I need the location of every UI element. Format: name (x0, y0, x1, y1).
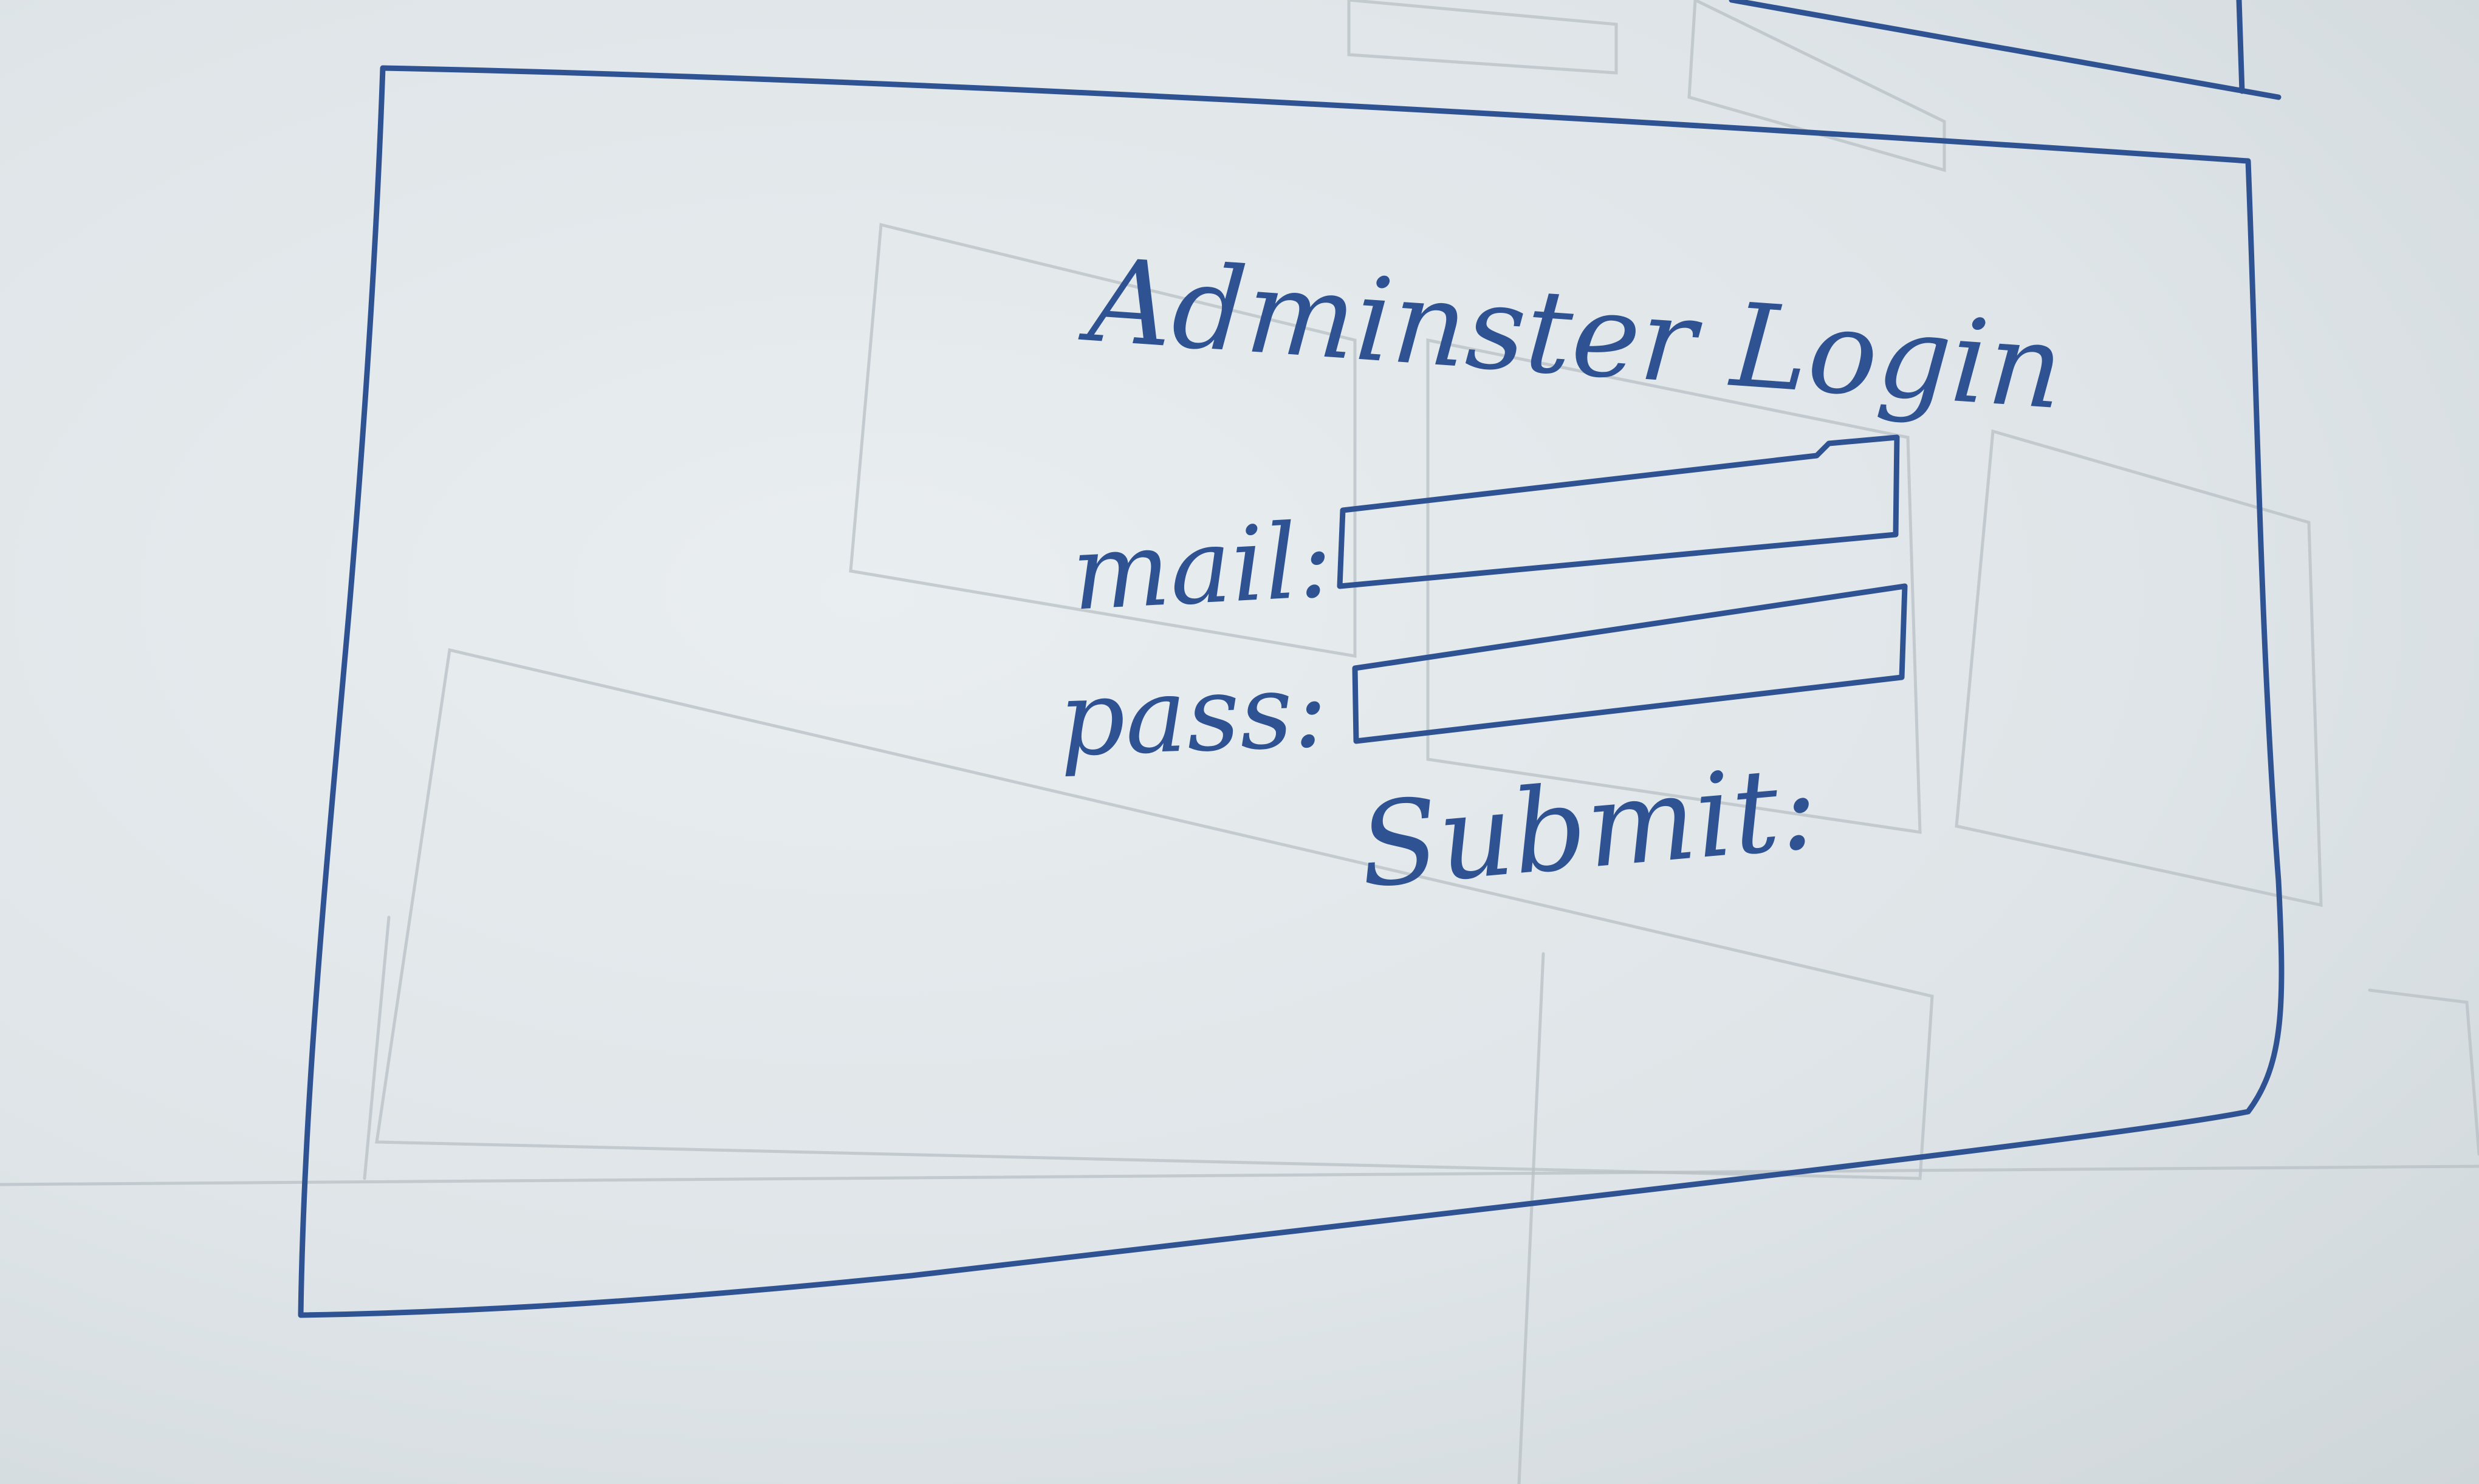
pass-label: pass: (1057, 650, 1330, 780)
background-frame-line (1729, 0, 2282, 100)
window-frame (298, 65, 2285, 1318)
password-field[interactable] (1355, 592, 1904, 733)
mail-field[interactable] (1346, 443, 1895, 566)
mail-label: mail: (1069, 500, 1336, 634)
